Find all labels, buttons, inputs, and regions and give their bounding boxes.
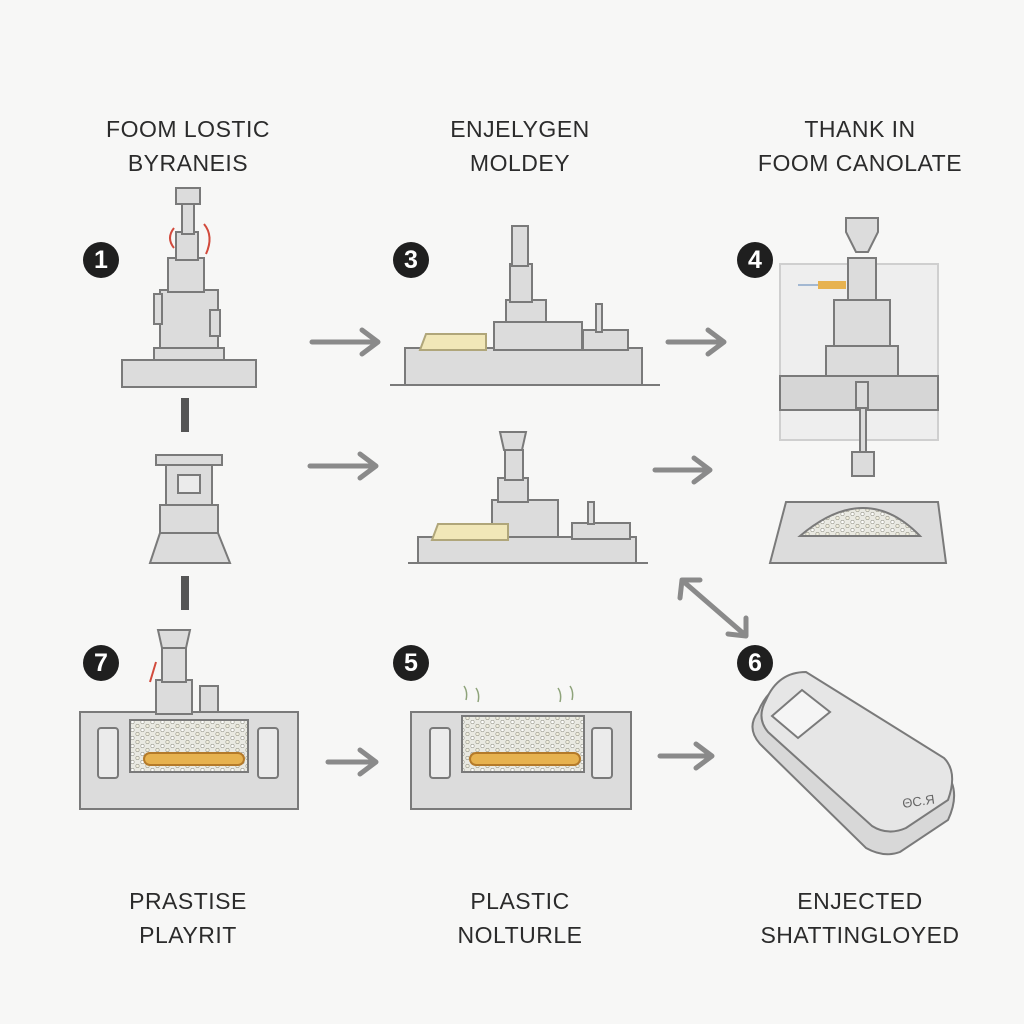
product-mark: ΘC.Я — [901, 792, 935, 811]
arrow-2-to-3b — [307, 451, 379, 481]
connector-dash-1 — [181, 398, 189, 432]
arrow-5-to-6 — [657, 741, 715, 771]
label-bottom-middle: PLASTIC NOLTURLE — [400, 884, 640, 952]
arrow-3-to-4 — [665, 327, 727, 357]
machine-4b — [768, 407, 948, 564]
arrow-3b-to-4b — [652, 455, 713, 485]
label-top-middle-line2: MOLDEY — [469, 150, 571, 176]
label-top-right: THANK IN FOOM CANOLATE — [720, 112, 1000, 180]
step-badge-3: 3 — [393, 242, 429, 278]
label-top-right-line2: FOOM CANOLATE — [757, 150, 963, 176]
label-bottom-left-line2: PLAYRIT — [139, 922, 237, 948]
machine-4 — [779, 217, 939, 441]
label-top-right-line1: THANK IN — [804, 116, 916, 142]
label-top-middle: ENJELYGEN MOLDEY — [400, 112, 640, 180]
label-top-left: FOOM LOSTIC BYRANEIS — [68, 112, 308, 180]
machine-7 — [79, 629, 299, 810]
arrow-7-to-5 — [325, 747, 379, 777]
connector-dash-2 — [181, 576, 189, 610]
step-badge-4: 4 — [737, 242, 773, 278]
label-top-middle-line1: ENJELYGEN — [450, 116, 590, 142]
machine-1 — [121, 187, 257, 388]
step-badge-7: 7 — [83, 645, 119, 681]
label-bottom-right-line2: SHATTINGLOYED — [760, 922, 960, 948]
label-bottom-right: ENJECTED SHATTINGLOYED — [720, 884, 1000, 952]
label-bottom-left-line1: PRASTISE — [129, 888, 247, 914]
machine-2 — [148, 454, 232, 564]
step-badge-5: 5 — [393, 645, 429, 681]
label-bottom-right-line1: ENJECTED — [797, 888, 923, 914]
label-top-left-line1: FOOM LOSTIC — [106, 116, 270, 142]
label-top-left-line2: BYRANEIS — [127, 150, 249, 176]
product-6 — [751, 670, 955, 856]
label-bottom-middle-line2: NOLTURLE — [457, 922, 583, 948]
machine-3 — [390, 225, 660, 386]
machine-5 — [410, 685, 632, 810]
machine-3b — [408, 431, 648, 564]
label-bottom-left: PRASTISE PLAYRIT — [68, 884, 308, 952]
step-badge-1: 1 — [83, 242, 119, 278]
arrow-6-bidirectional — [677, 577, 749, 639]
arrow-1-to-3 — [309, 327, 381, 357]
label-bottom-middle-line1: PLASTIC — [470, 888, 570, 914]
step-badge-6: 6 — [737, 645, 773, 681]
